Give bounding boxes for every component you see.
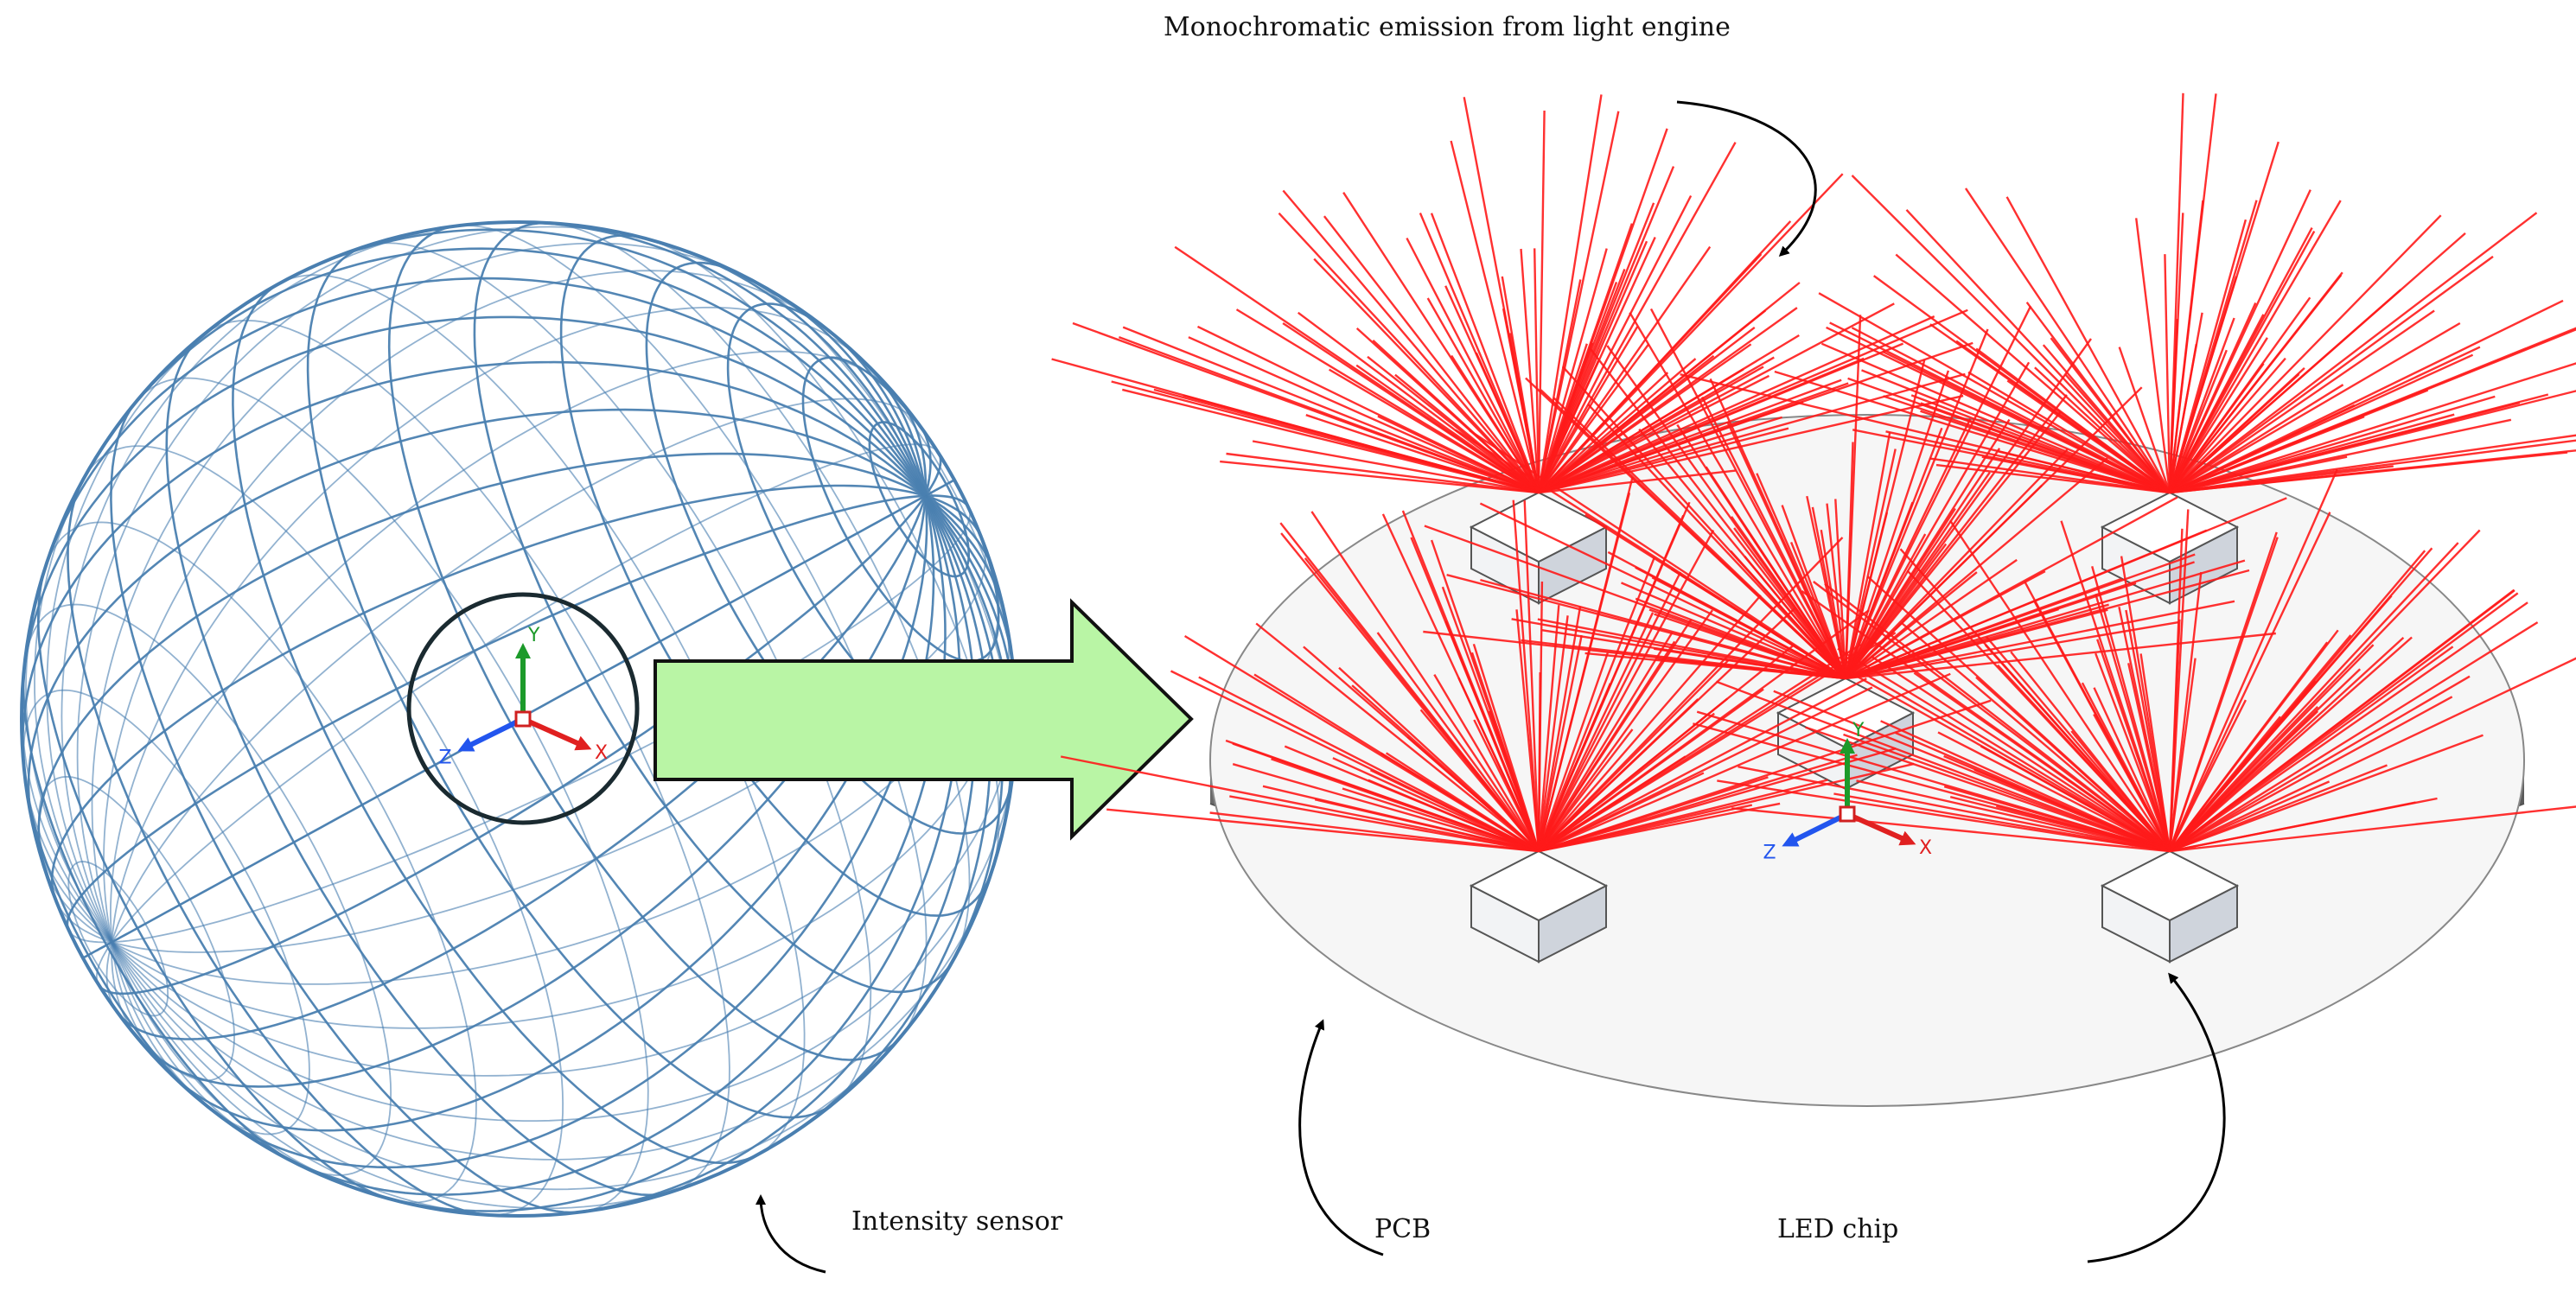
axis-x-label: X	[1919, 837, 1932, 859]
axis-x-arrow	[1845, 811, 1904, 841]
led-chips	[1469, 491, 2240, 964]
sensor-callout-arrow	[756, 1194, 826, 1274]
axis-x-label: X	[595, 742, 608, 764]
pcb-label: PCB	[1374, 1214, 1431, 1244]
axis-x-arrow	[520, 716, 580, 746]
axis-y-label: Y	[527, 625, 540, 646]
axis-z-arrow	[469, 716, 526, 747]
axis-z-label: Z	[439, 747, 452, 768]
led-callout-arrow	[2087, 972, 2226, 1263]
emission-callout-arrow	[1676, 100, 1817, 258]
pcb-callout-arrow	[1298, 1019, 1384, 1256]
sensor-label: Intensity sensor	[851, 1206, 1063, 1237]
axis-y-label: Y	[1852, 720, 1865, 741]
zoom-arrow	[654, 598, 1194, 841]
axis-z-arrow	[1793, 811, 1850, 843]
led-chip-label: LED chip	[1777, 1214, 1899, 1244]
emission-rays	[1051, 92, 2576, 853]
axis-z-label: Z	[1763, 842, 1776, 863]
sensor-axis-triad: Y Z X	[439, 625, 609, 768]
zoom-circle	[406, 592, 640, 825]
pcb-axis-triad: Y Z X	[1763, 720, 1933, 863]
emission-label: Monochromatic emission from light engine	[1164, 12, 1731, 42]
